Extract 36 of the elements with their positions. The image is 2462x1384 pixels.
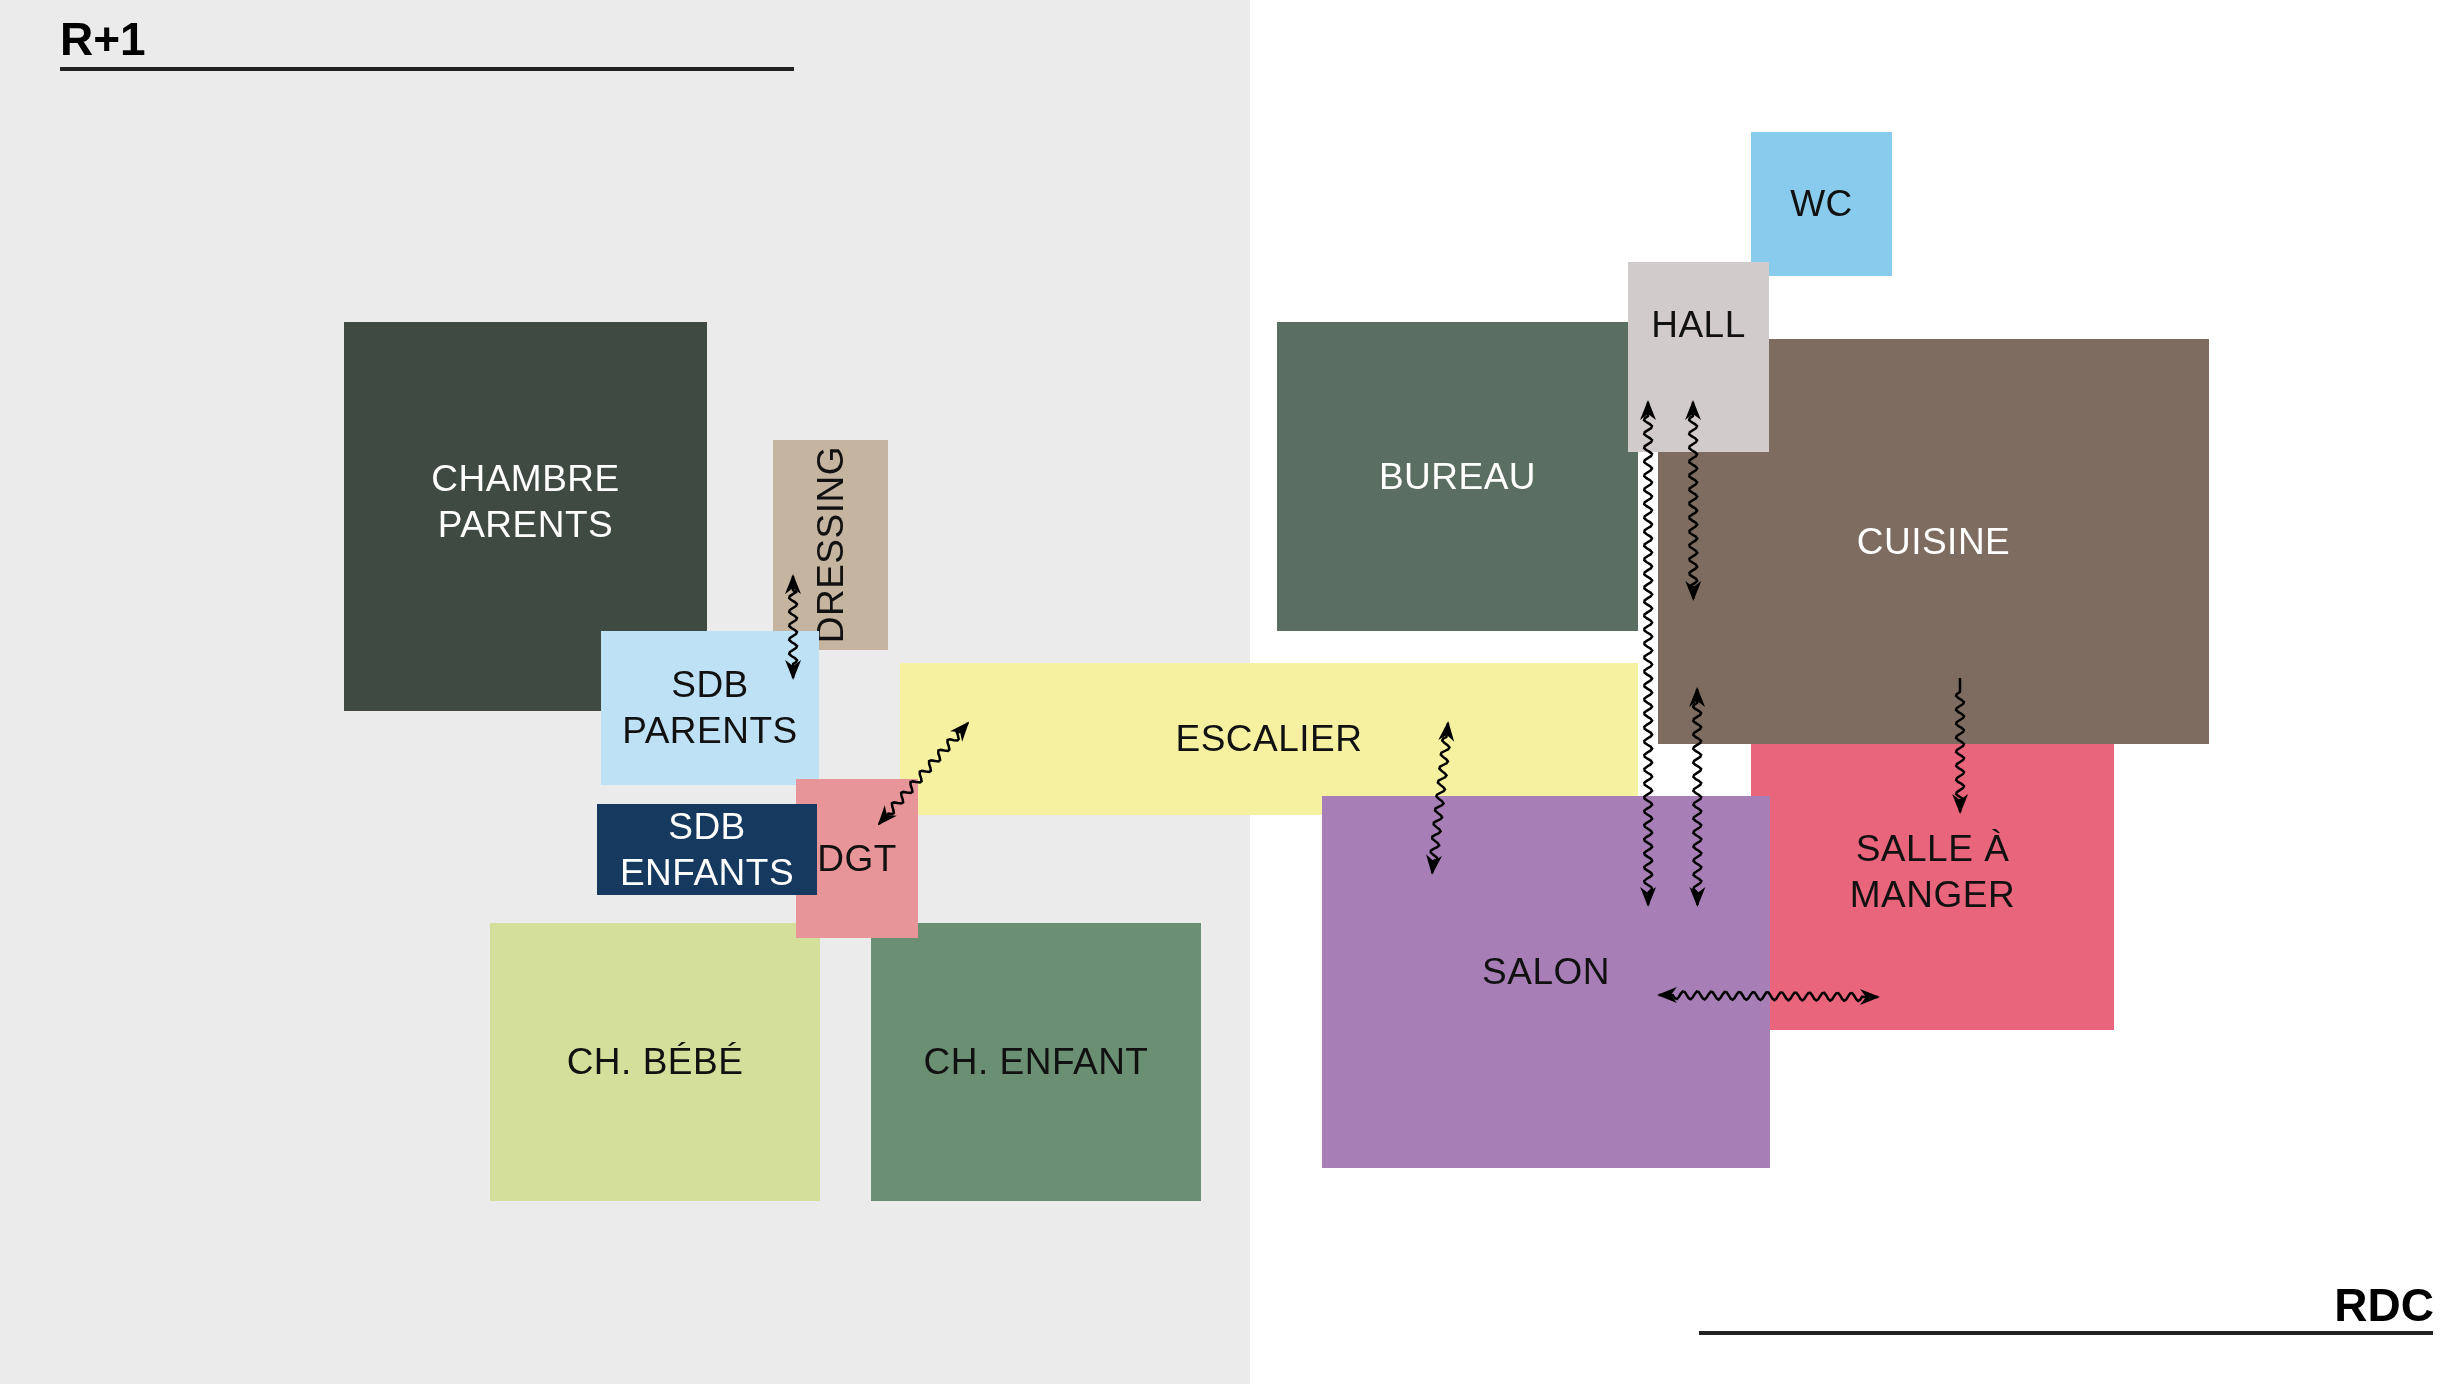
room-block xyxy=(1658,339,2209,744)
room-block xyxy=(597,804,817,895)
wavy-arrow xyxy=(785,574,802,680)
room-label: CH. BÉBÉ xyxy=(566,1040,744,1084)
wavy-arrow xyxy=(1426,721,1455,875)
floor-title: RDC xyxy=(2334,1280,2434,1330)
room-block xyxy=(773,440,888,650)
room-label: BUREAU xyxy=(1378,454,1537,499)
room-block xyxy=(900,663,1638,815)
wavy-arrow xyxy=(1656,987,1880,1006)
wavy-arrow xyxy=(877,721,970,826)
wavy-arrow xyxy=(1952,677,1969,815)
room-block xyxy=(1277,322,1638,631)
room-block xyxy=(1628,262,1769,452)
room-label: DGT xyxy=(817,836,897,881)
room-label: CH. ENFANT xyxy=(923,1040,1149,1084)
wavy-arrow xyxy=(1689,686,1706,907)
wavy-arrow xyxy=(1685,400,1702,601)
room-label: CUISINE xyxy=(1856,519,2011,564)
floor-title: R+1 xyxy=(60,14,146,64)
room-block xyxy=(490,923,820,1201)
room-block xyxy=(1751,132,1892,276)
room-label: SALON xyxy=(1482,950,1610,994)
room-block xyxy=(871,923,1201,1201)
room-label: HALL xyxy=(1651,303,1746,347)
room-label: SDB ENFANTS xyxy=(618,804,796,895)
room-block xyxy=(601,631,819,785)
wavy-arrow xyxy=(1640,400,1657,907)
room-block xyxy=(1322,796,1770,1168)
room-label: SDB PARENTS xyxy=(621,663,799,753)
room-label: ESCALIER xyxy=(1175,717,1363,761)
room-label: DRESSING xyxy=(808,446,852,644)
room-label: CHAMBRE PARENTS xyxy=(430,456,621,547)
room-label: WC xyxy=(1790,182,1853,226)
room-label: SALLE À MANGER xyxy=(1848,827,2017,917)
room-block xyxy=(1751,744,2114,1030)
